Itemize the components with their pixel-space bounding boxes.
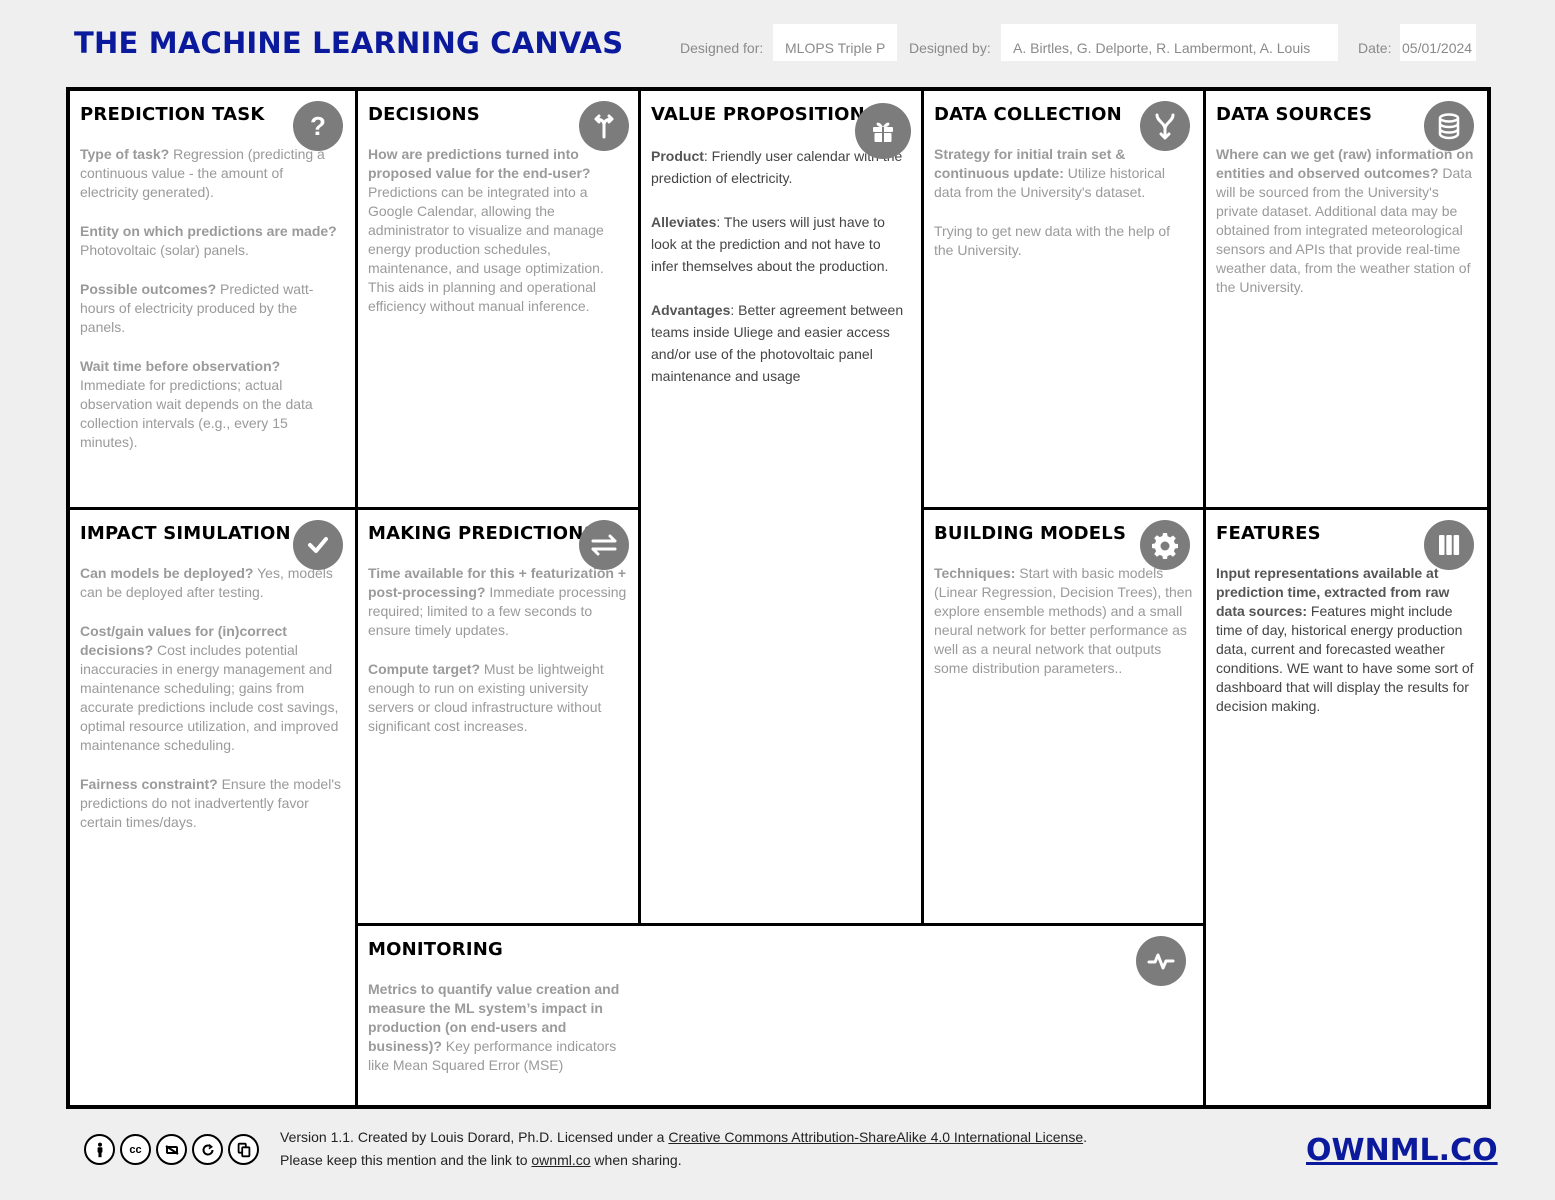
divider (921, 507, 1487, 510)
license-link[interactable]: Creative Commons Attribution-ShareAlike … (668, 1129, 1084, 1145)
data-collection-section[interactable]: DATA COLLECTION Strategy for initial tra… (924, 91, 1203, 507)
section-title: PREDICTION TASK (80, 104, 265, 125)
value-proposition-section[interactable]: VALUE PROPOSITION Product: Friendly user… (641, 91, 921, 925)
check-icon (293, 520, 343, 570)
section-title: DATA COLLECTION (934, 104, 1122, 125)
text-block: Trying to get new data with the help of … (934, 223, 1171, 258)
designed-by-field[interactable]: A. Birtles, G. Delporte, R. Lambermont, … (1001, 24, 1338, 61)
text-block: Type of task? Regression (predicting a c… (80, 146, 325, 200)
date-label: Date: (1358, 40, 1392, 56)
gear-icon (1140, 520, 1190, 570)
text-block: Cost/gain values for (in)correct decisio… (80, 623, 339, 753)
divider (1203, 91, 1206, 1105)
text-block: Advantages: Better agreement between tea… (651, 302, 904, 384)
divider (355, 91, 358, 1105)
section-title: IMPACT SIMULATION (80, 523, 291, 544)
text-block: Strategy for initial train set & continu… (934, 146, 1166, 200)
svg-text:?: ? (310, 111, 326, 141)
making-predictions-section[interactable]: MAKING PREDICTIONS Time available for th… (358, 510, 638, 923)
columns-icon (1424, 520, 1474, 570)
section-title: FEATURES (1216, 523, 1321, 544)
heartbeat-icon (1136, 936, 1186, 986)
share-text: Please keep this mention and the link to… (280, 1152, 682, 1168)
split-arrow-icon (579, 101, 629, 151)
sharealike-icon (192, 1134, 223, 1165)
designed-by-label: Designed by: (909, 40, 991, 56)
text-block: Fairness constraint? Ensure the model's … (80, 776, 341, 830)
text-block: Wait time before observation? Immediate … (80, 358, 313, 450)
decisions-section[interactable]: DECISIONS How are predictions turned int… (358, 91, 638, 507)
text-block: Entity on which predictions are made? Ph… (80, 223, 337, 258)
ownml-link[interactable]: ownml.co (531, 1152, 591, 1168)
text-block: Compute target? Must be lightweight enou… (368, 661, 604, 734)
text-block: Time available for this + featurization … (368, 565, 627, 638)
cc-icon: cc (120, 1134, 151, 1165)
question-icon: ? (293, 101, 343, 151)
text-block: Product: Friendly user calendar with the… (651, 148, 903, 186)
divider (355, 923, 1206, 926)
text-block: Possible outcomes? Predicted watt-hours … (80, 281, 314, 335)
section-title: DECISIONS (368, 104, 480, 125)
monitoring-section[interactable]: MONITORING Metrics to quantify value cre… (358, 926, 1203, 1105)
text-block: Metrics to quantify value creation and m… (368, 981, 620, 1073)
noncommercial-icon (156, 1134, 187, 1165)
database-icon (1424, 101, 1474, 151)
swap-arrows-icon (579, 520, 629, 570)
attribution-icon (84, 1134, 115, 1165)
gift-icon (855, 103, 911, 159)
date-field[interactable]: 05/01/2024 (1400, 24, 1476, 61)
text-block: Techniques: Start with basic models (Lin… (934, 565, 1193, 676)
section-title: DATA SOURCES (1216, 104, 1373, 125)
text-block: Alleviates: The users will just have to … (651, 214, 889, 274)
prediction-task-section[interactable]: PREDICTION TASK Type of task? Regression… (70, 91, 355, 507)
license-text: Version 1.1. Created by Louis Dorard, Ph… (280, 1129, 1088, 1145)
data-sources-section[interactable]: DATA SOURCES Where can we get (raw) info… (1206, 91, 1487, 507)
text-block: How are predictions turned into proposed… (368, 146, 604, 314)
designed-for-label: Designed for: (680, 40, 764, 56)
license-icons: cc (84, 1134, 259, 1165)
impact-simulation-section[interactable]: IMPACT SIMULATION Can models be deployed… (70, 510, 355, 1105)
divider (70, 507, 638, 510)
copy-icon (228, 1134, 259, 1165)
brand-link[interactable]: OWNML.CO (1306, 1133, 1498, 1168)
text-block: Where can we get (raw) information on en… (1216, 146, 1474, 295)
section-title: BUILDING MODELS (934, 523, 1127, 544)
merge-arrow-icon (1140, 101, 1190, 151)
text-block: Input representations available at predi… (1216, 565, 1474, 714)
features-section[interactable]: FEATURES Input representations available… (1206, 510, 1487, 1105)
section-title: VALUE PROPOSITION (651, 104, 865, 125)
divider (638, 91, 641, 925)
canvas-title: THE MACHINE LEARNING CANVAS (74, 26, 624, 60)
building-models-section[interactable]: BUILDING MODELS Techniques: Start with b… (924, 510, 1203, 923)
ml-canvas: PREDICTION TASK Type of task? Regression… (66, 87, 1491, 1109)
section-title: MAKING PREDICTIONS (368, 523, 597, 544)
section-title: MONITORING (368, 939, 503, 960)
text-block: Can models be deployed? Yes, models can … (80, 565, 333, 600)
designed-for-field[interactable]: MLOPS Triple P (773, 24, 897, 61)
